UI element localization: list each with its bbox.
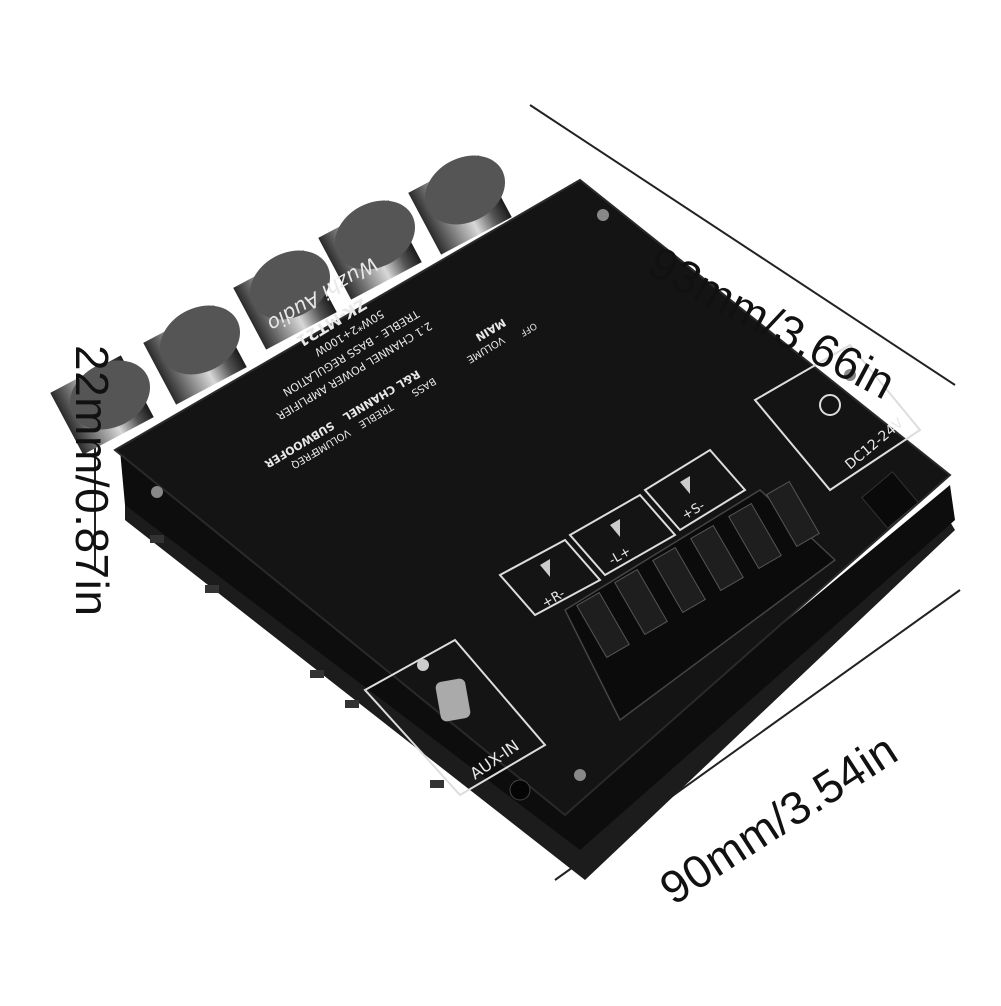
board-bottom-layer — [125, 480, 955, 880]
dimension-line-top — [529, 104, 956, 386]
mount-hole — [597, 209, 609, 221]
height-dimension: 22mm/0.87in — [66, 345, 118, 617]
dc-power-jack[interactable] — [861, 471, 919, 529]
mount-hole — [574, 769, 586, 781]
knob-treble[interactable] — [143, 292, 252, 405]
knob-volume[interactable] — [233, 237, 342, 350]
knob-bass[interactable] — [50, 347, 162, 455]
knob-frequency[interactable] — [408, 142, 517, 255]
audio-jack-icon-body — [435, 678, 471, 722]
speaker-icon — [540, 559, 550, 577]
mount-hole — [844, 369, 856, 381]
aux-input-jack[interactable] — [509, 779, 531, 801]
pcb-top-surface — [113, 178, 952, 817]
speaker-icon — [680, 476, 690, 494]
knob-subwoofer-volume[interactable] — [318, 187, 427, 300]
audio-jack-icon — [417, 659, 429, 671]
speaker-icon — [610, 519, 620, 537]
board-side — [120, 450, 955, 850]
mount-hole — [151, 486, 163, 498]
speaker-terminal-block[interactable] — [564, 480, 837, 722]
dc-jack-icon — [819, 394, 841, 416]
